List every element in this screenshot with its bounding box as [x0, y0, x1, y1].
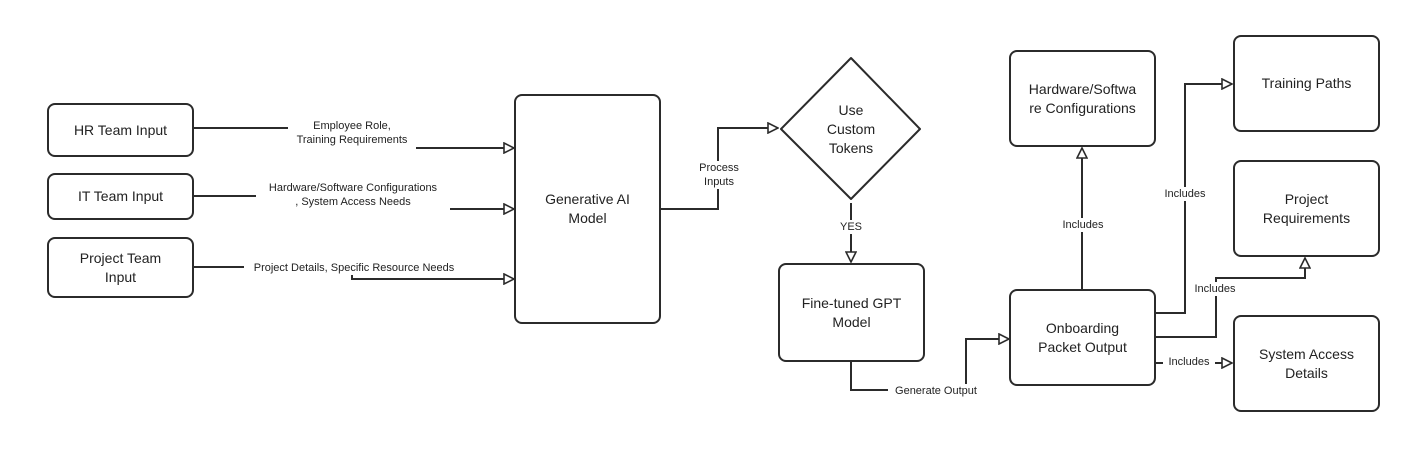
edge-label-hr-2: Training Requirements [296, 134, 408, 146]
edge-label-generate: Generate Output [888, 384, 984, 398]
edge-label-it: Hardware/Software Configurations , Syste… [256, 181, 450, 209]
hr-team-input-label: HR Team Input [73, 121, 168, 138]
edge-label-includes-hwsw-text: Includes [1062, 219, 1104, 231]
edge-label-includes-projreq: Includes [1189, 282, 1241, 296]
project-requirements-label-1: Project [1284, 190, 1329, 207]
decision-label-1: Use [838, 102, 864, 118]
project-requirements-node: Project Requirements [1233, 160, 1380, 257]
onboarding-packet-output-node: Onboarding Packet Output [1009, 289, 1156, 386]
edge-label-hr: Employee Role, Training Requirements [288, 119, 416, 147]
hr-team-input-node: HR Team Input [47, 103, 194, 157]
edge-label-yes: YES [836, 220, 866, 234]
system-access-details-node: System Access Details [1233, 315, 1380, 412]
hwsw-configurations-label-2: re Configurations [1029, 99, 1136, 116]
onboarding-packet-output-label-1: Onboarding [1045, 319, 1120, 336]
it-team-input-label: IT Team Input [77, 188, 164, 204]
edge-gpt-to-onboarding [850, 339, 1009, 391]
hwsw-configurations-label-1: Hardware/Softwa [1028, 80, 1137, 97]
generative-ai-model-node: Generative AI Model [514, 94, 661, 324]
generative-ai-model-label-2: Model [568, 210, 607, 226]
edge-label-generate-text: Generate Output [895, 385, 977, 397]
hwsw-configurations-node: Hardware/Softwa re Configurations [1009, 50, 1156, 147]
edge-label-it-2: , System Access Needs [295, 196, 411, 208]
edge-label-includes-projreq-text: Includes [1194, 283, 1236, 295]
decision-label: Use Custom Tokens [811, 101, 891, 158]
edge-hr-to-model [194, 127, 514, 148]
it-team-input-node: IT Team Input [47, 173, 194, 220]
edge-it-to-model [194, 195, 514, 209]
decision-label-3: Tokens [828, 140, 874, 156]
edge-label-includes-sysaccess-text: Includes [1168, 356, 1210, 368]
project-team-input-node: Project Team Input [47, 237, 194, 298]
system-access-details-label-2: Details [1285, 364, 1328, 381]
edge-label-project-text: Project Details, Specific Resource Needs [253, 262, 455, 274]
edge-onboarding-to-projreq [1155, 258, 1305, 338]
edge-label-process: Process Inputs [692, 161, 746, 189]
edge-label-process-1: Process [699, 162, 739, 174]
edge-label-yes-text: YES [839, 221, 862, 233]
edge-label-it-1: Hardware/Software Configurations [268, 182, 438, 194]
onboarding-packet-output-label-2: Packet Output [1038, 338, 1127, 355]
project-team-input-label-2: Input [104, 268, 137, 285]
fine-tuned-gpt-label-1: Fine-tuned GPT [801, 294, 902, 311]
fine-tuned-gpt-node: Fine-tuned GPT Model [778, 263, 925, 362]
edge-label-project: Project Details, Specific Resource Needs [244, 261, 464, 275]
fine-tuned-gpt-label-2: Model [832, 313, 871, 330]
edge-label-hr-1: Employee Role, [313, 120, 391, 132]
project-team-input-label-1: Project Team [79, 249, 162, 266]
training-paths-label: Training Paths [1261, 75, 1352, 91]
edge-label-includes-training: Includes [1159, 187, 1211, 201]
edge-label-process-2: Inputs [704, 176, 734, 188]
edge-label-includes-hwsw: Includes [1057, 218, 1109, 232]
decision-diamond [780, 57, 921, 200]
edge-label-includes-sysaccess: Includes [1163, 355, 1215, 369]
edge-label-includes-training-text: Includes [1164, 188, 1206, 200]
project-requirements-label-2: Requirements [1262, 209, 1351, 226]
decision-label-2: Custom [826, 121, 876, 137]
training-paths-node: Training Paths [1233, 35, 1380, 132]
generative-ai-model-label-1: Generative AI [545, 191, 630, 207]
system-access-details-label-1: System Access [1259, 345, 1354, 362]
